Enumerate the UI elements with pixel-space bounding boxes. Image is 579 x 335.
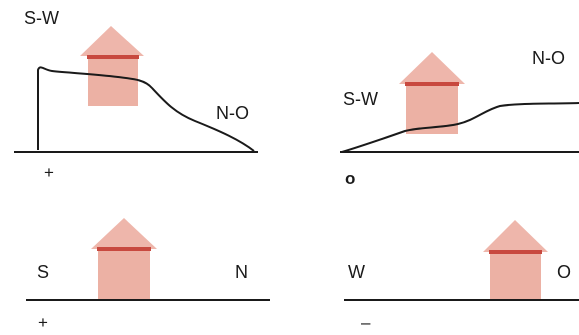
direction-label-right: N-O (216, 103, 249, 123)
direction-label-right: N-O (532, 48, 565, 68)
rating-label: – (361, 313, 371, 330)
terrain-profile (37, 66, 255, 152)
house-icon (483, 220, 548, 300)
rating-label: + (44, 163, 54, 182)
direction-label-left: S (37, 262, 49, 282)
house-icon (399, 52, 465, 134)
direction-label-right: N (235, 262, 248, 282)
house-icon (80, 26, 144, 106)
direction-label-right: O (557, 262, 571, 282)
direction-label-left: S-W (343, 89, 378, 109)
terrain-profile (341, 102, 579, 153)
direction-label-left: S-W (24, 8, 59, 28)
panel-bottom-left: S N + (26, 218, 270, 332)
house-icon (91, 218, 157, 300)
panel-top-left: S-W N-O + (14, 8, 258, 182)
direction-label-left: W (348, 262, 365, 282)
panel-bottom-right: W O – (344, 220, 579, 332)
panel-top-right: S-W N-O o (340, 48, 579, 188)
rating-label: + (38, 313, 48, 330)
rating-label: o (345, 169, 355, 188)
